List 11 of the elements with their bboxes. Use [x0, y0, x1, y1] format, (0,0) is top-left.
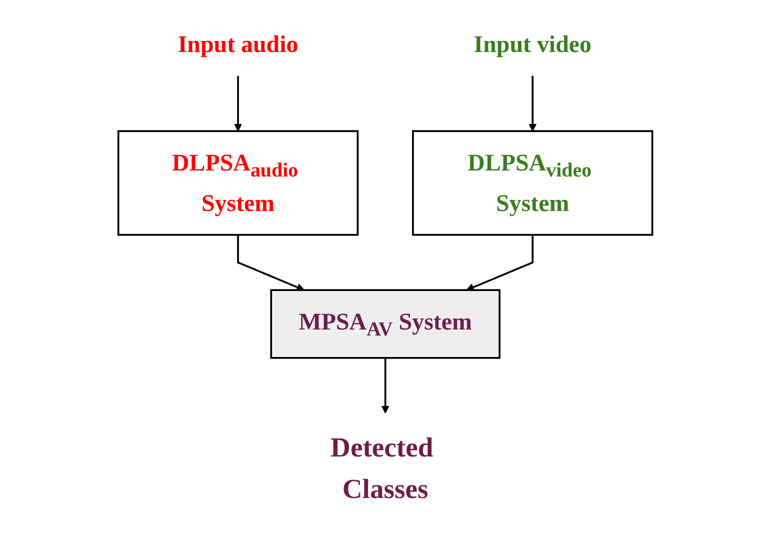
node-box: MPSA$_{AV}$ System: [270, 289, 501, 359]
node-text: Detected Classes: [330, 432, 434, 504]
node-text: Input video: [474, 30, 592, 58]
node-text: Input audio: [178, 30, 298, 58]
arrow: [528, 76, 537, 132]
node-box: DLPSA$_{video}$ System: [412, 130, 654, 236]
node-box: DLPSA$_{audio}$ System: [118, 130, 359, 236]
arrow: [466, 234, 534, 292]
arrow: [234, 76, 242, 132]
arrow: [237, 234, 305, 292]
arrow: [381, 358, 390, 414]
